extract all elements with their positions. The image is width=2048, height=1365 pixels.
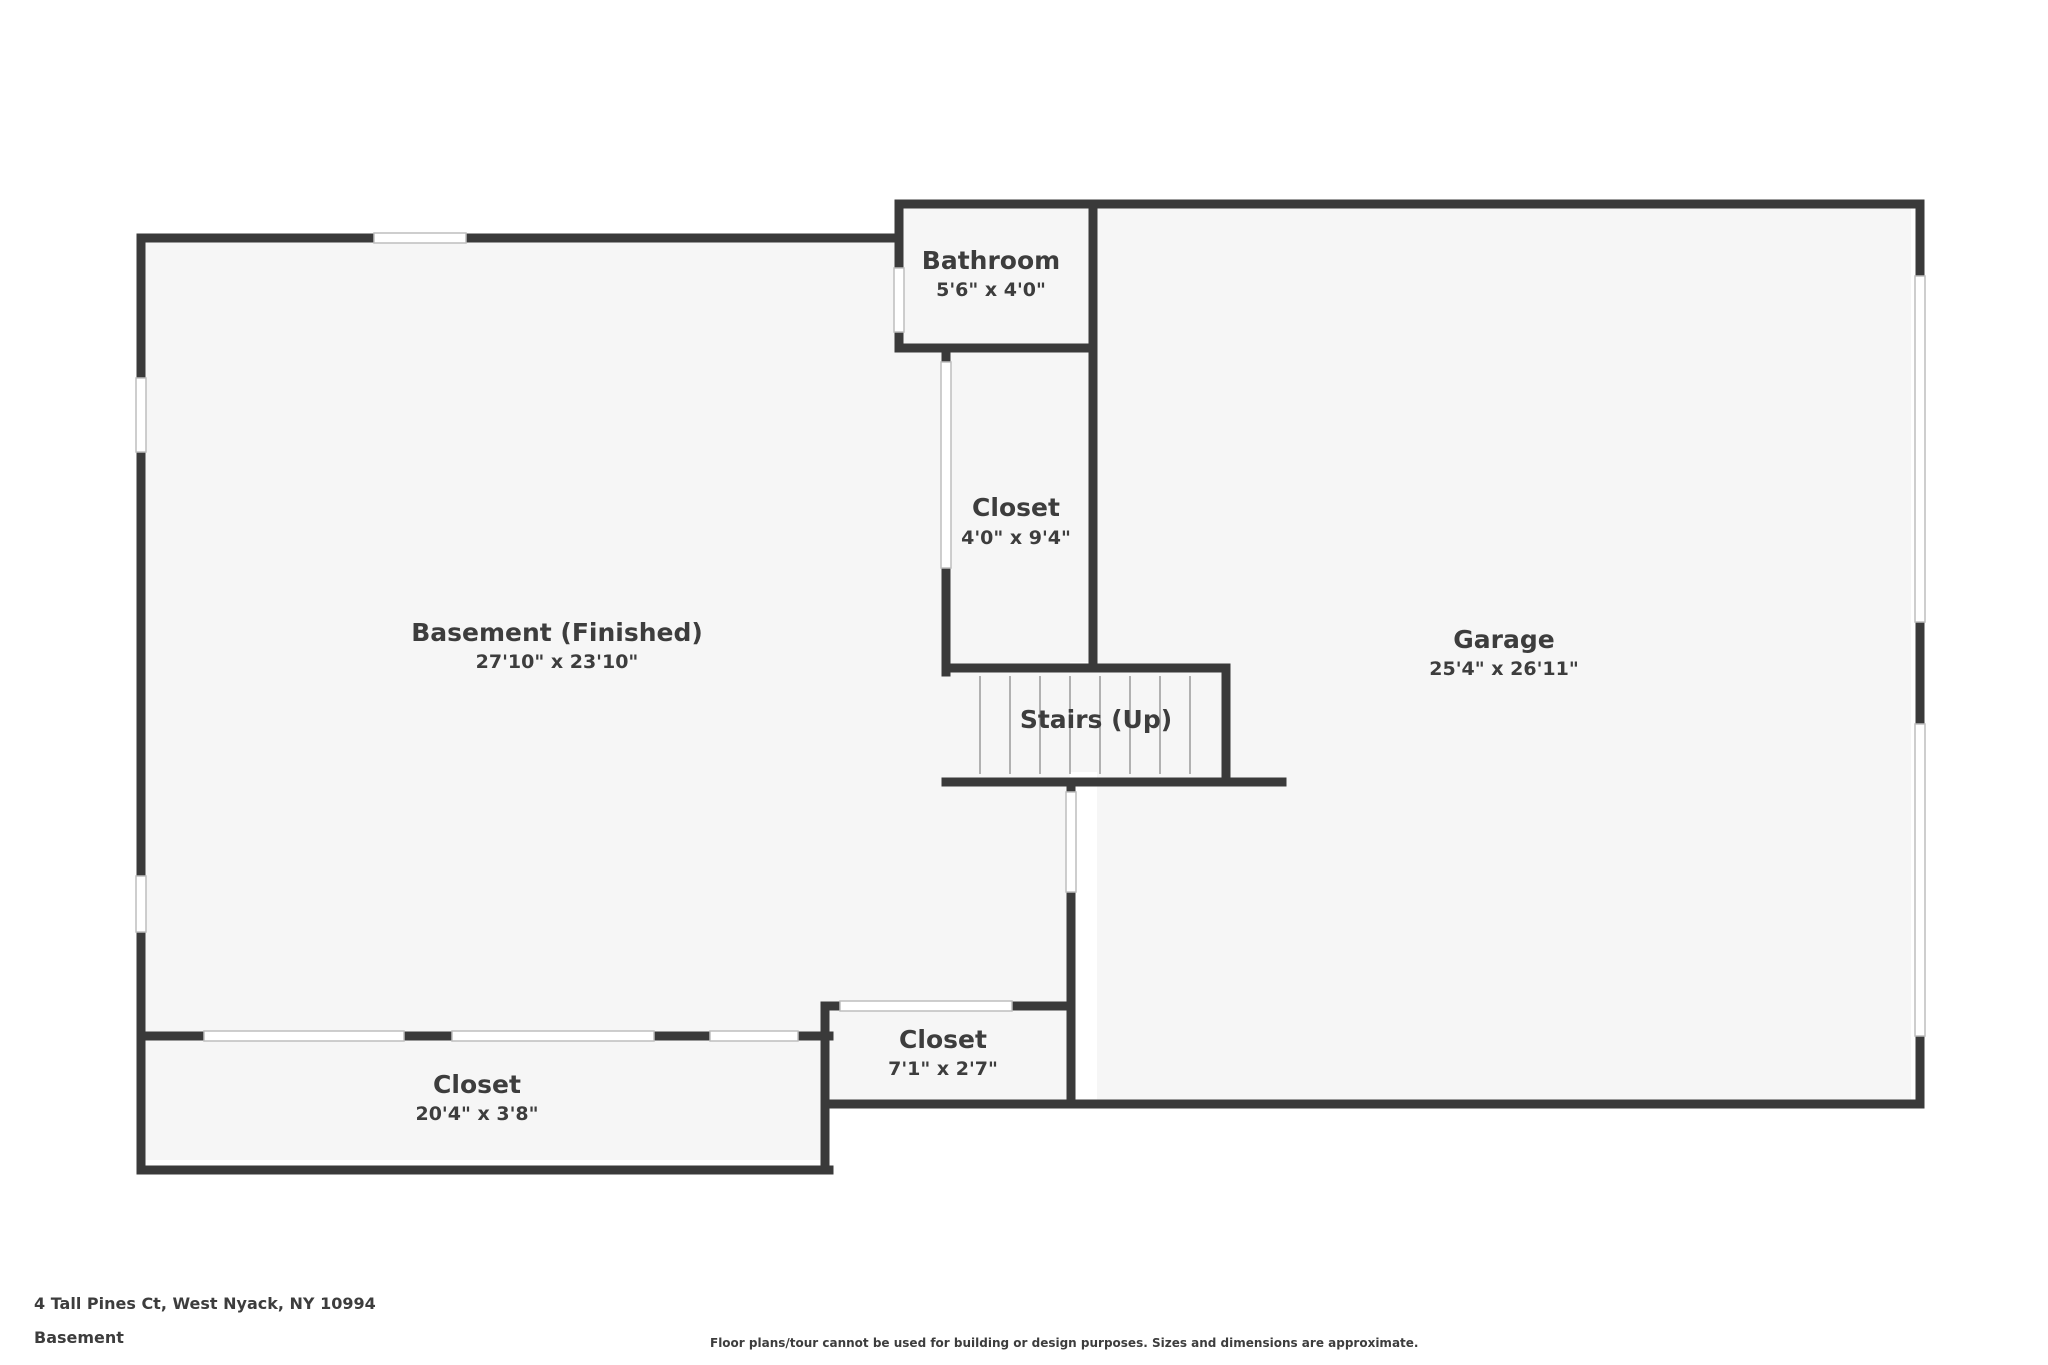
closet-upper-name: Closet [972, 493, 1060, 522]
closet-bottom-left-floor [145, 1040, 820, 1160]
basement-floor [145, 238, 1070, 1036]
opening-closet-upper [940, 361, 952, 569]
stairs-name: Stairs (Up) [1020, 705, 1172, 734]
closet-bottom-left-dimensions: 20'4" x 3'8" [415, 1103, 538, 1125]
basement-dimensions: 27'10" x 23'10" [476, 651, 639, 673]
window-left-lower [135, 875, 147, 933]
garage-name: Garage [1453, 625, 1554, 654]
openings [135, 232, 1926, 1042]
property-address: 4 Tall Pines Ct, West Nyack, NY 10994 [34, 1294, 376, 1313]
bathroom-floor [899, 208, 1089, 344]
closet-bottom-mid-name: Closet [899, 1025, 987, 1054]
room-labels: Basement (Finished) 27'10" x 23'10" Bath… [411, 246, 1579, 1125]
opening-closet-mid-top [839, 1000, 1013, 1012]
opening-garage-right-lower [1914, 723, 1926, 1037]
stairs-floor [946, 672, 1226, 772]
window-left-upper [135, 377, 147, 453]
garage-dimensions: 25'4" x 26'11" [1429, 658, 1578, 680]
opening-closet-left-1 [203, 1030, 405, 1042]
opening-below-stairs [1065, 791, 1077, 893]
closet-upper-dimensions: 4'0" x 9'4" [961, 527, 1071, 549]
garage-floor [1097, 208, 1911, 1101]
stair-treads [979, 676, 1191, 774]
opening-garage-right-upper [1914, 275, 1926, 623]
disclaimer-text: Floor plans/tour cannot be used for buil… [710, 1336, 1419, 1350]
floor-level-label: Basement [34, 1328, 124, 1347]
room-floors [145, 208, 1911, 1160]
bathroom-name: Bathroom [922, 246, 1060, 275]
closet-upper-floor [946, 352, 1089, 662]
bathroom-dimensions: 5'6" x 4'0" [936, 279, 1046, 301]
closet-bottom-mid-floor [829, 1010, 1069, 1102]
opening-bathroom-left [893, 267, 905, 333]
closet-bottom-left-name: Closet [433, 1070, 521, 1099]
window-top [373, 232, 467, 244]
opening-closet-left-3 [709, 1030, 799, 1042]
closet-bottom-mid-dimensions: 7'1" x 2'7" [888, 1058, 998, 1080]
basement-name: Basement (Finished) [411, 618, 703, 647]
opening-closet-left-2 [451, 1030, 655, 1042]
